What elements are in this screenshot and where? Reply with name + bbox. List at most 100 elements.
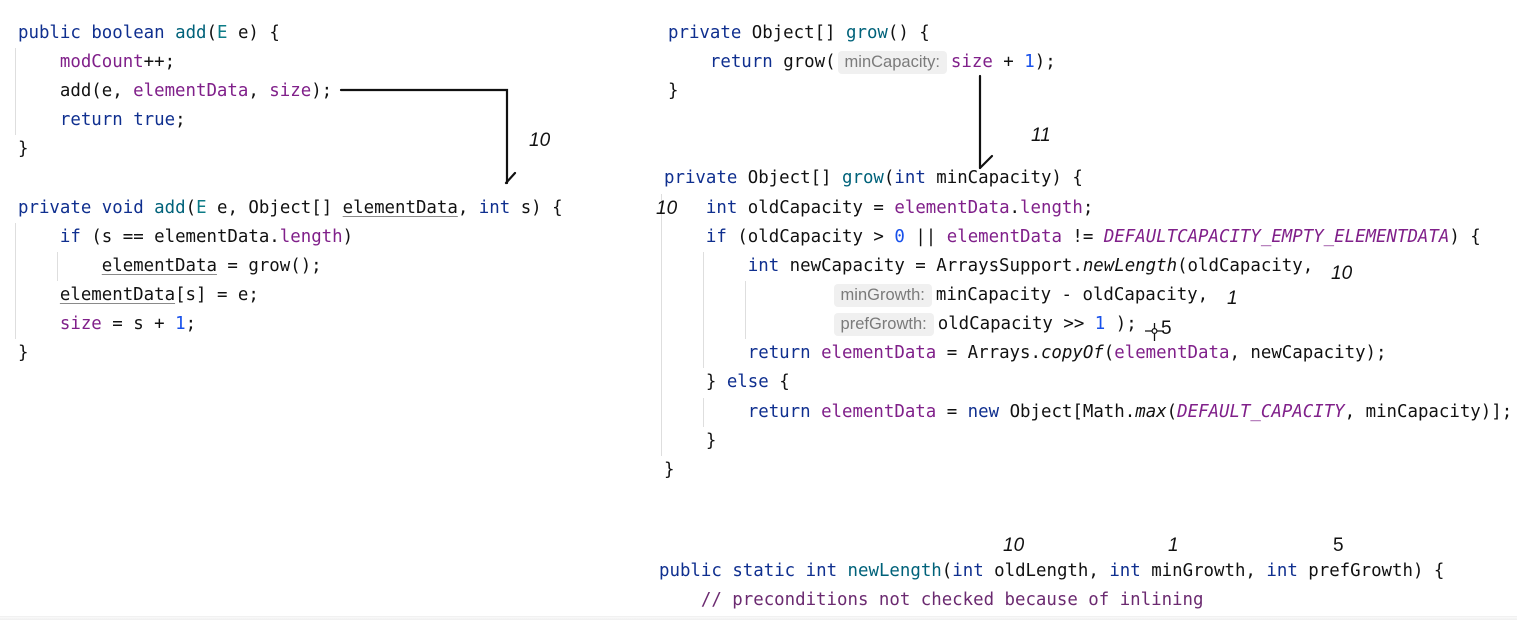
code-line: } (664, 456, 674, 485)
code-line: modCount++; (18, 48, 175, 77)
code-text-token: ) { (1449, 226, 1481, 247)
code-text-token (81, 23, 91, 43)
crosshair-cursor-icon (1145, 323, 1164, 341)
code-line: public static int newLength(int oldLengt… (659, 557, 1444, 586)
code-text-token: (oldCapacity, (1177, 255, 1314, 276)
method-name-token: add (154, 197, 186, 218)
keyword-token: private (664, 167, 738, 188)
code-text-token: ( (941, 560, 953, 581)
code-text-token: ( (1103, 342, 1115, 363)
code-text-token: Object[] (741, 22, 846, 43)
constant-token: DEFAULTCAPACITY_EMPTY_ELEMENTDATA (1103, 226, 1450, 247)
code-text-token: prefGrowth) { (1297, 560, 1445, 581)
code-line: return grow(minCapacity:size + 1); (668, 48, 1056, 77)
keyword-token: true (133, 109, 176, 130)
field-token: length (279, 226, 343, 247)
code-text-token: s) { (510, 197, 563, 218)
number-literal-token: 1 (1024, 51, 1035, 72)
code-line: // preconditions not checked because of … (659, 586, 1204, 615)
code-text-token: () { (887, 22, 930, 43)
keyword-token: boolean (91, 22, 165, 43)
code-text-token: ( (206, 22, 217, 43)
code-text-token: } (664, 430, 717, 451)
code-text-token (18, 256, 102, 276)
code-text-token: , (248, 80, 270, 101)
code-text-token: ; (175, 109, 186, 130)
code-text-token (811, 402, 821, 422)
keyword-token: static (732, 560, 796, 581)
number-literal-token: 1 (175, 313, 186, 334)
code-line: int newCapacity = ArraysSupport.newLengt… (664, 252, 1313, 281)
keyword-token: int (1266, 560, 1298, 581)
code-text-token (18, 314, 60, 334)
annotation-label: 10 (1331, 263, 1353, 284)
code-line: } (664, 427, 716, 456)
code-text-token (664, 256, 748, 276)
code-text-token: (s == elementData. (80, 226, 280, 247)
code-text-token: minCapacity) { (925, 167, 1083, 188)
code-text-token: [s] = e; (175, 284, 259, 305)
code-text-token (664, 314, 832, 334)
keyword-token: public (18, 22, 81, 43)
indent-guide (57, 251, 58, 281)
code-line: minGrowth:minCapacity - oldCapacity, (664, 281, 1208, 310)
code-text-token: e) { (227, 22, 280, 43)
annotation-label: 10 (529, 130, 551, 151)
code-line: private void add(E e, Object[] elementDa… (18, 194, 563, 223)
code-text-token: } (18, 342, 29, 363)
code-text-token (659, 590, 701, 610)
field-token: elementData (821, 401, 937, 422)
constant-token: DEFAULT_CAPACITY (1177, 401, 1345, 422)
field-token: size (269, 80, 312, 101)
parameter-hint-label: minCapacity: (837, 50, 947, 74)
code-text-token: , newCapacity); (1229, 342, 1387, 363)
code-text-token (123, 110, 133, 130)
code-text-token: newCapacity = ArraysSupport. (779, 255, 1083, 276)
reassigned-parameter-token: elementData (342, 197, 458, 218)
code-text-token: + (992, 51, 1025, 72)
code-text-token (18, 227, 60, 247)
field-token: size (59, 313, 102, 334)
number-literal-token: 1 (1094, 313, 1106, 334)
comment-token: // preconditions not checked because of … (700, 589, 1204, 610)
code-text-token (837, 561, 847, 581)
keyword-token: int (747, 255, 780, 276)
code-text-token: oldLength, (983, 560, 1110, 581)
type-parameter-token: E (196, 197, 207, 218)
code-text-token: ); (1105, 313, 1137, 334)
annotation-label: 5 (1161, 318, 1172, 339)
code-text-token (668, 52, 710, 72)
reassigned-parameter-token: elementData (101, 255, 217, 276)
keyword-token: private (18, 197, 92, 218)
method-name-token: grow (846, 22, 888, 43)
field-token: length (1020, 197, 1083, 218)
field-token: elementData (946, 226, 1062, 247)
code-text-token: ; (185, 313, 197, 334)
code-text-token (664, 285, 832, 305)
code-text-token: ); (1034, 51, 1056, 72)
keyword-token: return (747, 342, 811, 363)
code-text-token: Object[] (737, 167, 842, 188)
code-line: prefGrowth:oldCapacity >> 1 ); (664, 310, 1137, 339)
code-text-token (664, 343, 748, 363)
code-text-token: } (664, 459, 675, 480)
indent-guide (703, 251, 704, 368)
code-text-token (795, 561, 805, 581)
code-text-token: = grow(); (216, 255, 322, 276)
code-text-token: ); (311, 80, 333, 101)
field-token: size (950, 51, 993, 72)
code-line: } (668, 77, 678, 106)
annotation-label: 1 (1168, 535, 1179, 556)
code-text-token: = Arrays. (936, 342, 1041, 363)
code-text-token (144, 198, 154, 218)
field-token: elementData (894, 197, 1010, 218)
code-text-token (91, 198, 101, 218)
indent-guide (15, 47, 16, 135)
keyword-token: private (668, 22, 742, 43)
code-text-token (18, 110, 60, 130)
keyword-token: if (705, 226, 727, 247)
code-text-token (811, 343, 821, 363)
code-text-token: ) (342, 226, 354, 247)
annotation-arrow-line (339, 88, 509, 185)
